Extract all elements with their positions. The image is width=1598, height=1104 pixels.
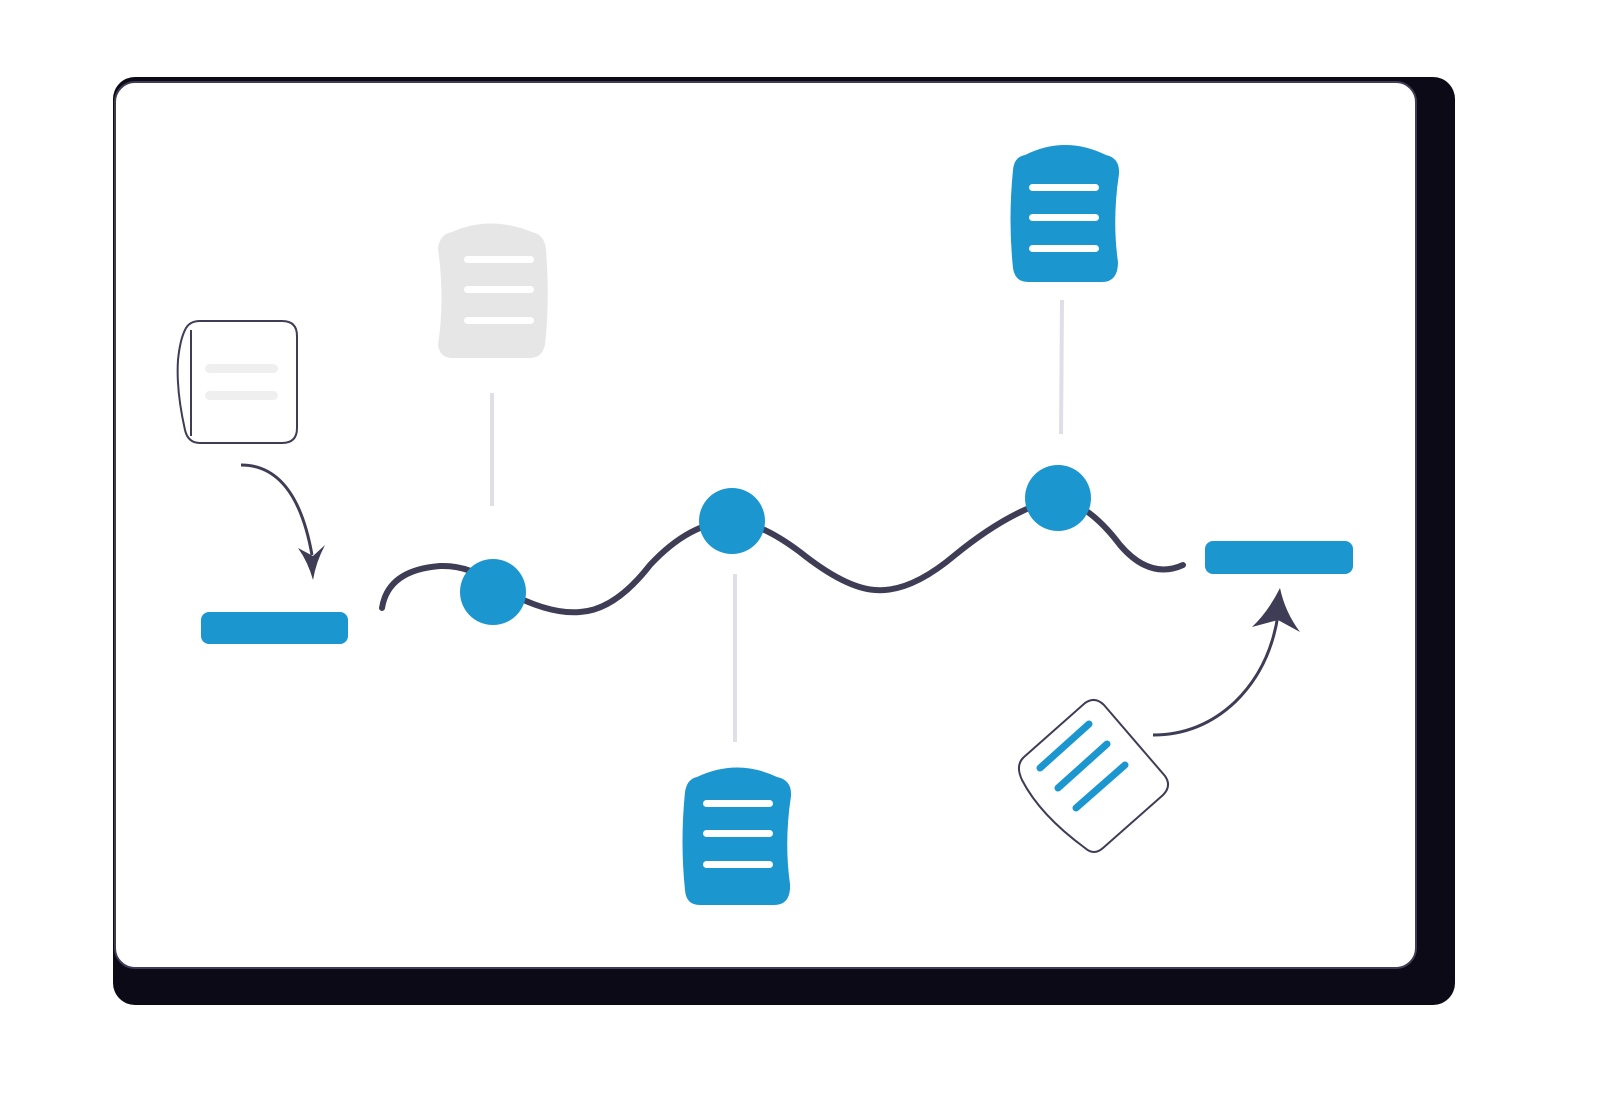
document-rotated-icon xyxy=(1018,699,1169,853)
arrow-curved-icon xyxy=(240,463,325,580)
arrow-curved-icon xyxy=(1152,588,1300,737)
timeline-node-icon xyxy=(460,559,526,625)
document-faded-icon xyxy=(438,223,548,358)
timeline-node-icon xyxy=(1025,465,1091,531)
document-blue-icon xyxy=(682,767,792,905)
connector-line xyxy=(1059,299,1064,435)
bar-icon xyxy=(201,612,348,644)
document-outline-icon xyxy=(176,320,298,444)
document-blue-icon xyxy=(1010,145,1120,282)
timeline-node-icon xyxy=(699,488,765,554)
bar-icon xyxy=(1205,541,1353,574)
